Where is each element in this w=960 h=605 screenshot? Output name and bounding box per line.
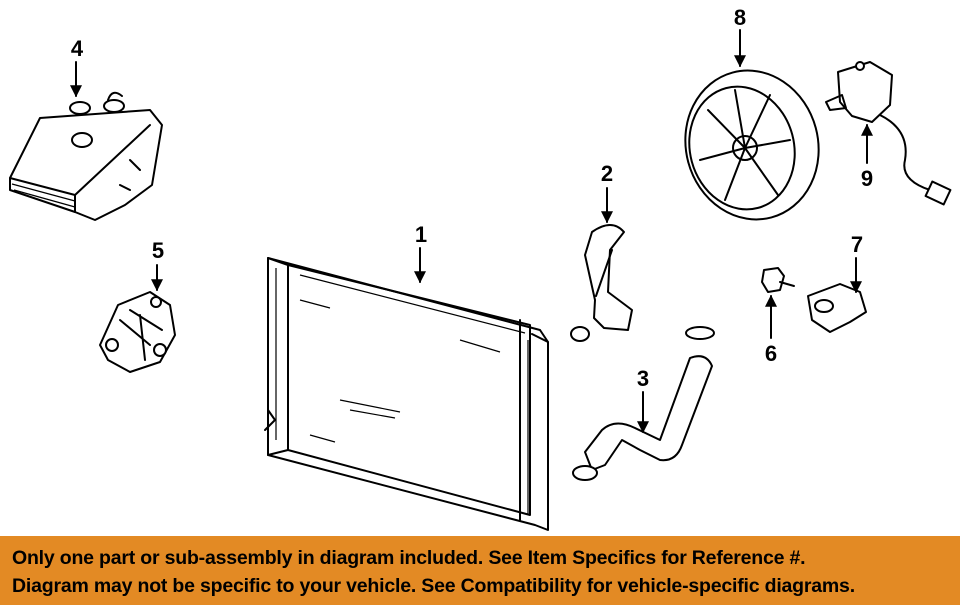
- water-pump: [99, 291, 176, 373]
- thermostat-housing: [807, 283, 867, 333]
- callout-7: 7: [851, 232, 863, 257]
- callout-9: 9: [861, 166, 873, 191]
- notice-line-1: Only one part or sub-assembly in diagram…: [12, 547, 806, 569]
- callout-3: 3: [637, 366, 649, 391]
- callout-arrows: [70, 29, 873, 434]
- radiator: [264, 257, 549, 531]
- notice-line-2: Diagram may not be specific to your vehi…: [12, 575, 855, 597]
- upper-radiator-hose: [570, 224, 633, 342]
- cooling-fan: [684, 69, 820, 221]
- fan-motor: [825, 61, 952, 206]
- callout-6: 6: [765, 341, 777, 366]
- callout-8: 8: [734, 5, 746, 30]
- callout-4: 4: [71, 36, 84, 61]
- callout-1: 1: [415, 222, 427, 247]
- lower-radiator-hose: [572, 326, 715, 481]
- parts-diagram: 4 5 1 2 3 8 9 6 7: [9, 5, 952, 531]
- coolant-reservoir: [9, 91, 163, 221]
- temperature-sensor: [761, 267, 795, 293]
- callout-5: 5: [152, 238, 164, 263]
- notice-banner: Only one part or sub-assembly in diagram…: [0, 536, 960, 605]
- callout-2: 2: [601, 161, 613, 186]
